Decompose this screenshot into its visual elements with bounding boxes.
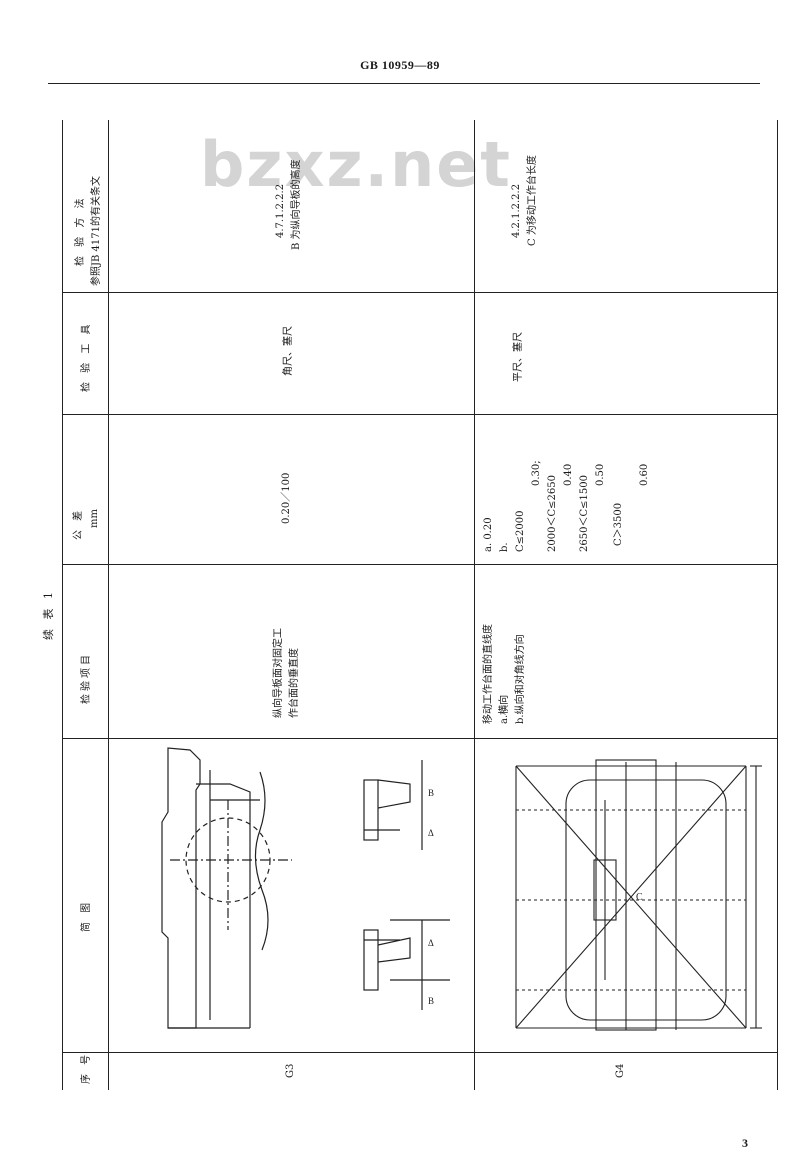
g3-label-b-bottom: B bbox=[428, 996, 434, 1006]
g4-item-line2: a.横向 bbox=[499, 694, 510, 724]
col-line-tolerance bbox=[62, 564, 778, 565]
header-tolerance: 公 差 bbox=[73, 507, 84, 540]
g4-tolerance-1: b. bbox=[499, 542, 510, 552]
g3-label-delta-bottom: Δ bbox=[428, 938, 434, 948]
table-caption: 续 表 1 bbox=[42, 589, 55, 640]
header-item: 检验项目 bbox=[81, 652, 92, 704]
g4-tolerance-6: 2650＜C≤1500 bbox=[579, 475, 590, 552]
g4-tolerance-3: 0.30; bbox=[531, 460, 542, 486]
watermark: bzxz.net bbox=[200, 128, 512, 201]
g4-tolerance-9: 0.60 bbox=[639, 463, 650, 486]
g3-diagram: B Δ B Δ bbox=[161, 747, 450, 1029]
inspection-table: 检 验 方 法 参照JB 4171的有关条文 检 验 工 具 公 差 mm 检验… bbox=[62, 120, 778, 1090]
g4-tolerance-8: C＞3500 bbox=[613, 502, 624, 546]
header-diagram: 简 图 bbox=[81, 899, 92, 932]
g3-item-line2: 作台面的垂直度 bbox=[289, 648, 300, 718]
page-number: 3 bbox=[742, 1136, 748, 1150]
table-divider-rows bbox=[474, 120, 475, 1090]
table-border-right bbox=[777, 120, 778, 1090]
g3-seq: G3 bbox=[285, 1063, 296, 1078]
g4-tolerance-5: 0.40 bbox=[563, 463, 574, 486]
header-rule bbox=[48, 83, 760, 84]
g4-tolerance-2: C≤2000 bbox=[515, 510, 526, 552]
g4-tolerance-0: a. 0.20 bbox=[483, 517, 494, 552]
g3-tools: 角尺、塞尺 bbox=[283, 326, 294, 376]
g4-item-line1: 移动工作台面的直线度 bbox=[483, 624, 494, 724]
col-line-tools bbox=[62, 414, 778, 415]
g4-method-line1: 4.2.1.2.2.2 bbox=[511, 183, 522, 238]
g3-label-delta-top: Δ bbox=[428, 828, 434, 838]
g4-item-line3: b.纵向和对角线方向 bbox=[515, 634, 526, 724]
header-method-title: 检 验 方 法 bbox=[75, 195, 86, 266]
col-line-method bbox=[62, 292, 778, 293]
g3-tolerance: 0.20／100 bbox=[281, 472, 292, 524]
header-tolerance-unit: mm bbox=[89, 509, 100, 528]
header-method-ref: 参照JB 4171的有关条文 bbox=[91, 176, 102, 286]
g4-tolerance-4: 2000＜C≤2650 bbox=[547, 475, 558, 552]
g3-method-line1: 4.7.1.2.2.2 bbox=[275, 183, 286, 238]
g4-method-line2: C 为移动工作台长度 bbox=[527, 155, 538, 246]
g4-label-c: C bbox=[636, 892, 643, 903]
g3-item-line1: 纵向导板面对固定工 bbox=[273, 628, 284, 718]
col-line-diagram bbox=[62, 1052, 778, 1053]
g4-tolerance-7: 0.50 bbox=[595, 463, 606, 486]
col-line-item bbox=[62, 738, 778, 739]
g3-label-b-top: B bbox=[428, 788, 434, 798]
g4-seq: G4 bbox=[615, 1063, 626, 1078]
table-divider-header bbox=[108, 120, 109, 1090]
header-tools: 检 验 工 具 bbox=[81, 321, 92, 392]
g4-tools: 平尺、塞尺 bbox=[513, 332, 524, 382]
g3-method-line2: B 为纵向导板的高度 bbox=[291, 159, 302, 250]
table-border-left bbox=[62, 120, 63, 1090]
document-id: GB 10959—89 bbox=[360, 58, 440, 72]
header-seq: 序 号 bbox=[81, 1051, 92, 1084]
g4-diagram: C bbox=[515, 759, 762, 1031]
